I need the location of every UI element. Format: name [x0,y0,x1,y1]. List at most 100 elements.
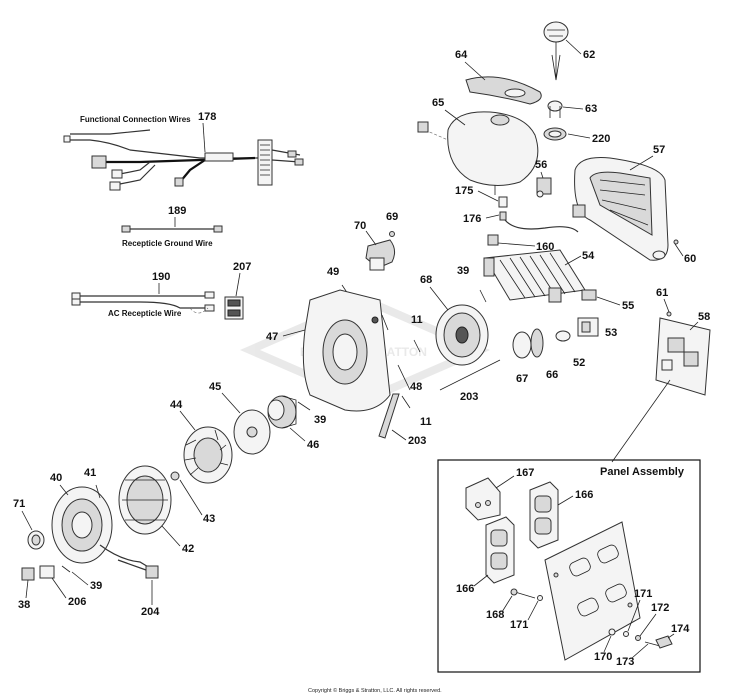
callout-166-right: 166 [575,489,593,501]
bracket-55 [581,289,597,301]
screw-39 [479,289,487,303]
callout-57: 57 [653,144,665,156]
outlet-166-left [485,516,515,584]
callout-168: 168 [486,609,504,621]
nut-170 [608,628,616,636]
callout-68: 68 [420,274,432,286]
callout-41: 41 [84,467,96,479]
callout-39-lower: 39 [90,580,102,592]
engine-housing-47 [302,289,391,412]
flywheel-42 [118,465,172,535]
rod-203-upper [439,359,501,391]
callout-171-left: 171 [510,619,528,631]
stator-40 [51,486,151,569]
lockwasher-172 [635,635,641,641]
callout-47: 47 [266,331,278,343]
control-panel-58 [655,317,711,396]
callout-220: 220 [592,133,610,145]
callout-189: 189 [168,205,186,217]
seal-ring-71 [27,530,45,550]
alternator-cover-68 [435,304,489,366]
callout-53: 53 [605,327,617,339]
callout-46: 46 [307,439,319,451]
bracket-53 [577,317,599,337]
callout-62: 62 [583,49,595,61]
callout-207: 207 [233,261,251,273]
callout-174: 174 [671,623,690,635]
inverter-module-54 [483,234,586,303]
ac-recepticle-wire-label: AC Recepticle Wire [108,309,182,318]
screw-168 [510,588,536,599]
callout-71: 71 [13,498,25,510]
panel-leader-line [611,379,671,463]
callout-203-lower: 203 [408,435,426,447]
copyright-text: Copyright © Briggs & Stratton, LLC. All … [308,687,442,694]
ac-recepticle-wire [71,291,215,314]
callout-160: 160 [536,241,554,253]
callout-49: 49 [327,266,339,278]
ground-lug-174 [655,635,673,649]
panel-assembly-title: Panel Assembly [600,466,685,478]
fuel-filter-63 [547,100,563,118]
callout-39-mid: 39 [314,414,326,426]
callout-56: 56 [535,159,547,171]
clutch-46 [267,395,297,429]
callout-166-left: 166 [456,583,474,595]
screw-41 [95,484,101,499]
face-plate [544,521,641,661]
terminal-173 [644,641,661,647]
gasket-220 [543,127,567,141]
pin-upper [381,314,389,331]
washer-171-left [537,595,543,601]
callout-38: 38 [18,599,30,611]
callout-64: 64 [455,49,468,61]
callout-190: 190 [152,271,170,283]
functional-connection-wires [63,129,304,191]
callout-173: 173 [616,656,634,668]
breaker-167 [465,477,501,521]
callout-170: 170 [594,651,612,663]
screw-39-lower [61,565,71,573]
terminal-block-207 [224,296,244,320]
callout-11-upper: 11 [411,314,423,326]
rod-203-lower [378,393,400,439]
pin-48 [397,364,411,391]
gear-66 [530,328,544,358]
fuel-tank-cover-64 [465,76,542,105]
callout-176: 176 [463,213,481,225]
bushing-52 [555,330,571,342]
callout-69: 69 [386,211,398,223]
callout-206: 206 [68,596,86,608]
callout-43: 43 [203,513,215,525]
callout-175: 175 [455,185,473,197]
handle-frame-57 [572,157,669,261]
pin-11-lower [401,395,411,409]
bracket-206 [39,565,55,579]
callout-65: 65 [432,97,444,109]
nut-43 [170,471,180,481]
callout-45: 45 [209,381,221,393]
fuel-shutoff-56 [536,177,552,198]
callout-178: 178 [198,111,216,123]
callout-48: 48 [410,381,422,393]
callout-52: 52 [573,357,585,369]
callout-167: 167 [516,467,534,479]
callout-171-right: 171 [634,588,652,600]
callout-66-upper: 66 [546,369,558,381]
callout-58: 58 [698,311,710,323]
callout-67: 67 [516,373,528,385]
callout-44: 44 [170,399,183,411]
plate-45 [233,409,271,455]
connector-204 [117,559,159,579]
screw-39-mid [297,401,311,411]
callout-172: 172 [651,602,669,614]
pin-11 [413,339,421,353]
fuel-tank-65 [417,111,539,195]
callout-39-upper: 39 [457,265,469,277]
fuel-line-175-176 [498,196,579,233]
callout-42: 42 [182,543,194,555]
callout-11-lower: 11 [420,416,432,428]
callout-54: 54 [582,250,595,262]
callout-63: 63 [585,103,597,115]
